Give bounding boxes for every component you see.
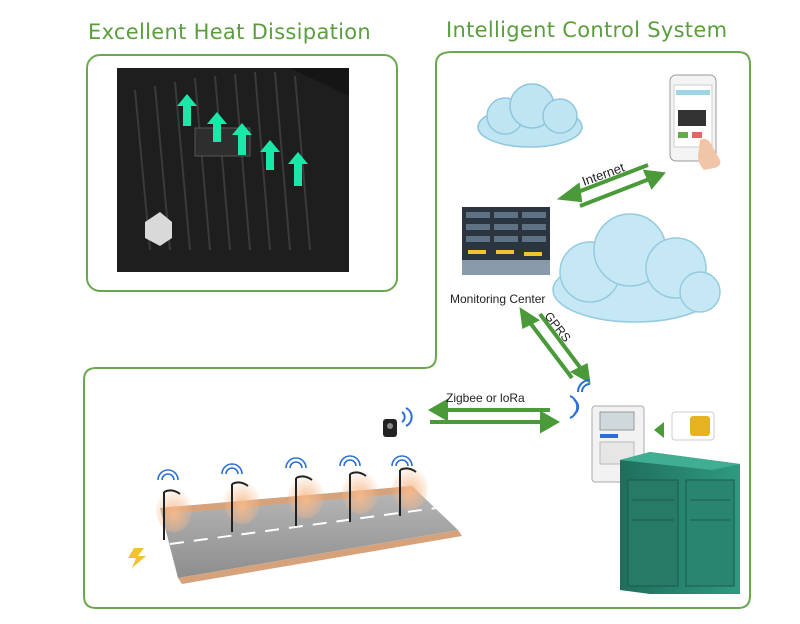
internet-link xyxy=(556,163,666,208)
heat-arrows xyxy=(177,94,308,186)
control-system-title: Intelligent Control System xyxy=(446,18,728,42)
up-arrow-icon xyxy=(260,140,280,170)
server-rack-icon xyxy=(462,207,550,275)
gprs-link xyxy=(519,306,591,384)
smartphone-icon xyxy=(669,74,721,170)
wifi-icon xyxy=(569,379,591,419)
street-lamps xyxy=(156,455,428,540)
sim-card-icon xyxy=(654,411,715,441)
street-lamp-icon xyxy=(156,469,192,540)
up-arrow-icon xyxy=(288,152,308,186)
heatsink-image xyxy=(117,68,349,272)
up-arrow-icon xyxy=(232,123,252,155)
cloud-icon xyxy=(552,213,721,323)
internet-label: Internet xyxy=(580,160,627,189)
street-lamp-icon xyxy=(285,457,324,526)
street-lamp-icon xyxy=(221,463,260,532)
camera-icon xyxy=(383,407,413,437)
cloud-icon xyxy=(477,83,583,148)
zigbee-label: Zigbee or loRa xyxy=(446,391,525,405)
monitoring-center-label: Monitoring Center xyxy=(450,292,545,306)
control-system-outline xyxy=(83,51,751,609)
zigbee-link xyxy=(427,398,561,434)
street-lamp-icon xyxy=(339,455,378,522)
up-arrow-icon xyxy=(207,112,227,142)
lightning-icon xyxy=(128,548,146,568)
up-arrow-icon xyxy=(177,94,197,126)
transformer-cabinet-icon xyxy=(620,452,740,594)
heat-dissipation-panel xyxy=(86,54,398,292)
street-lamp-icon xyxy=(391,455,428,516)
heat-dissipation-title: Excellent Heat Dissipation xyxy=(88,20,372,44)
